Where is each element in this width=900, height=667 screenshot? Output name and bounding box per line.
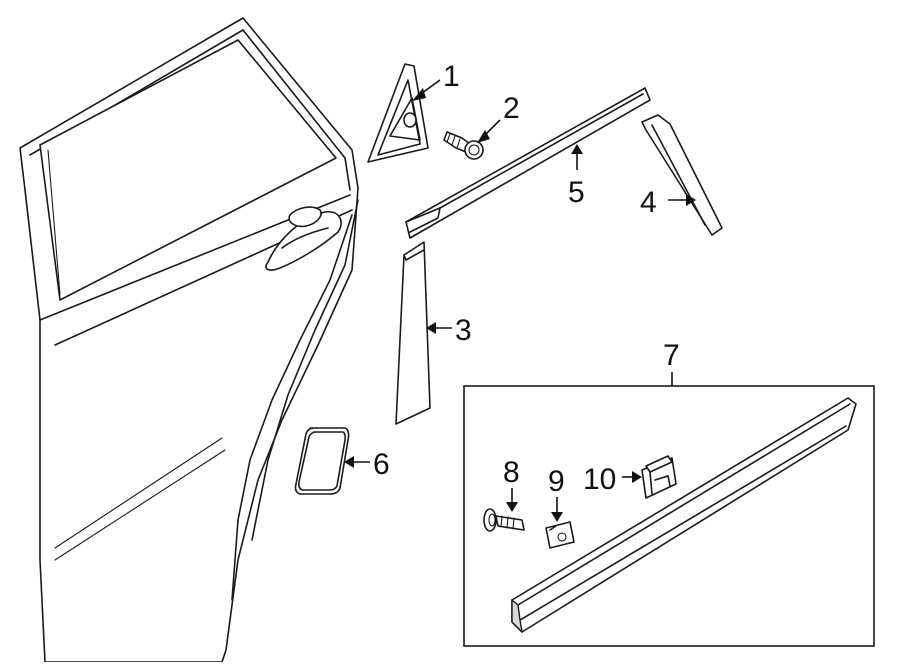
part-7-inset-box — [463, 385, 875, 647]
callout-10: 10 — [583, 463, 616, 496]
door-handle — [265, 206, 342, 271]
part-2-screw — [443, 131, 484, 160]
part-3-pillar-applique — [395, 241, 431, 425]
part-9-clip — [545, 521, 575, 549]
part-1-mirror-cover — [367, 63, 429, 163]
callout-5: 5 — [568, 176, 585, 209]
leader-lines — [344, 79, 696, 522]
part-8-bolt — [483, 508, 525, 532]
door-window — [39, 39, 337, 301]
callout-labels: 1 2 3 4 5 6 7 8 9 10 — [373, 60, 680, 498]
callout-4: 4 — [640, 186, 657, 219]
callout-3: 3 — [455, 314, 472, 347]
callout-2: 2 — [503, 92, 520, 125]
part-5-belt-molding — [405, 87, 651, 239]
callout-7: 7 — [663, 339, 680, 372]
part-6-fuel-door — [294, 427, 350, 495]
callout-9: 9 — [548, 465, 565, 498]
callout-6: 6 — [373, 448, 390, 481]
rear-door — [19, 17, 359, 663]
callout-8: 8 — [503, 456, 520, 489]
callout-1: 1 — [443, 60, 460, 93]
part-10-retainer — [641, 455, 677, 499]
part-4-applique — [641, 114, 723, 236]
